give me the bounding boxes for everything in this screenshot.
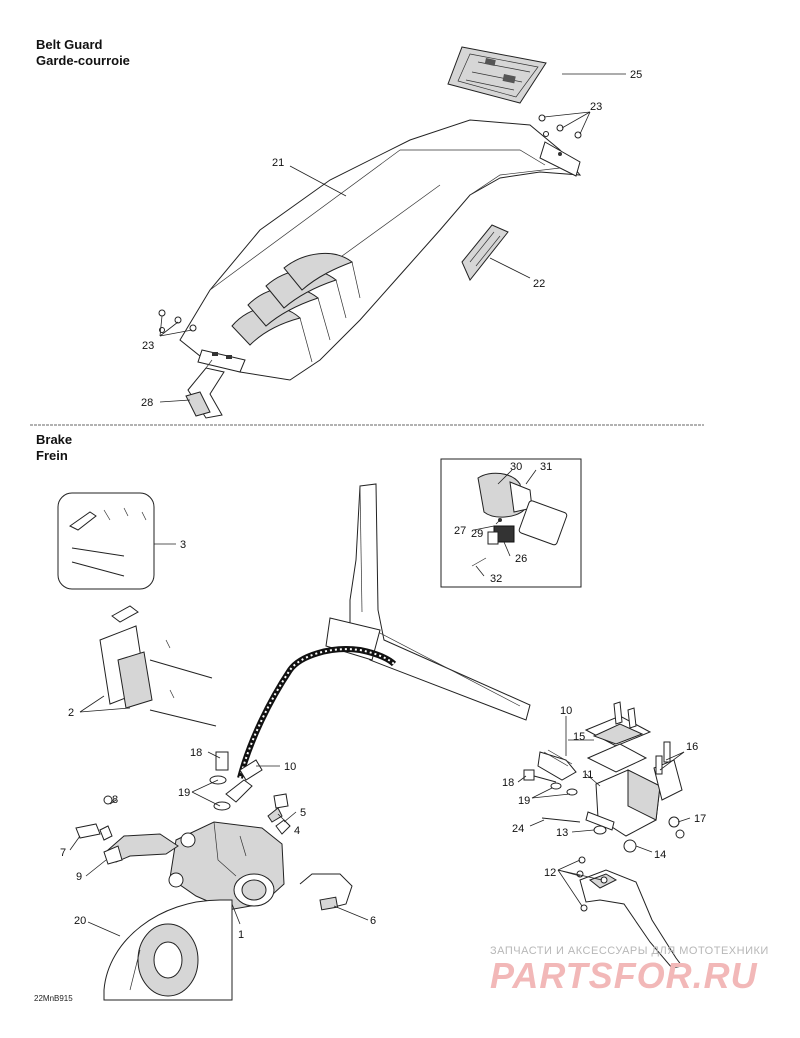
brake-title-en: Brake <box>36 432 73 447</box>
brake-title-fr: Frein <box>36 448 68 463</box>
callout-1: 1 <box>238 929 244 941</box>
belt-guard-21 <box>179 119 582 381</box>
callout-31: 31 <box>540 461 552 473</box>
callout-15: 15 <box>573 731 585 743</box>
belt-guard-title: Belt Guard Garde-courroie <box>36 37 130 69</box>
belt-guard-title-en: Belt Guard <box>36 37 103 52</box>
callout-19-left: 19 <box>178 787 190 799</box>
callout-6: 6 <box>370 915 376 927</box>
decal-25 <box>447 46 547 104</box>
callout-5: 5 <box>300 807 306 819</box>
brake-disc-20 <box>103 899 233 1001</box>
callout-8: 8 <box>112 794 118 806</box>
callout-28: 28 <box>141 397 153 409</box>
brake-hose <box>237 646 397 779</box>
callout-labels: 25 23 21 22 23 28 30 31 27 29 26 32 3 2 … <box>60 69 706 941</box>
bracket-28 <box>185 359 225 419</box>
callout-7: 7 <box>60 847 66 859</box>
brake-title: Brake Frein <box>36 432 72 464</box>
callout-25: 25 <box>630 69 642 81</box>
fasteners-23-lower <box>158 309 197 333</box>
callout-2: 2 <box>68 707 74 719</box>
brake-leaders <box>69 469 691 937</box>
rear-tab <box>539 141 581 177</box>
banjo-fittings-left <box>209 751 263 811</box>
callout-17: 17 <box>694 813 706 825</box>
callout-26: 26 <box>515 553 527 565</box>
callout-19-right: 19 <box>518 795 530 807</box>
callout-20: 20 <box>74 915 86 927</box>
decal-22 <box>461 224 509 281</box>
callout-24: 24 <box>512 823 524 835</box>
drawing-reference-code: 22MnB915 <box>34 994 73 1003</box>
callout-13: 13 <box>556 827 568 839</box>
callout-12: 12 <box>544 867 556 879</box>
callout-27: 27 <box>454 525 466 537</box>
callout-4: 4 <box>294 825 300 837</box>
master-cylinder-assembly <box>523 701 685 969</box>
switch-inset-box <box>440 458 582 588</box>
bleeder-parts <box>267 793 291 835</box>
callout-3: 3 <box>180 539 186 551</box>
callout-10-right: 10 <box>560 705 572 717</box>
callout-18-left: 18 <box>190 747 202 759</box>
callout-22: 22 <box>533 278 545 290</box>
callout-30: 30 <box>510 461 522 473</box>
fasteners-23-upper <box>538 114 582 139</box>
caliper-mount-hardware <box>75 795 179 865</box>
watermark-logo: PARTSFOR.RU <box>490 955 758 996</box>
callout-18-right: 18 <box>502 777 514 789</box>
callout-10-left: 10 <box>284 761 296 773</box>
hardware-inset-box-3 <box>57 492 155 590</box>
callout-23-upper: 23 <box>590 101 602 113</box>
callout-14: 14 <box>654 849 666 861</box>
watermark-tagline: ЗАПЧАСТИ И АКСЕССУАРЫ ДЛЯ МОТОТЕХНИКИ <box>490 945 769 957</box>
parking-brake-bracket-2 <box>99 605 217 727</box>
callout-29: 29 <box>471 528 483 540</box>
callout-32: 32 <box>490 573 502 585</box>
belt-guard-title-fr: Garde-courroie <box>36 53 130 68</box>
callout-23-lower: 23 <box>142 340 154 352</box>
brake-caliper-1 <box>168 821 285 911</box>
callout-16: 16 <box>686 741 698 753</box>
belt-guard-leaders <box>159 73 626 403</box>
callout-21: 21 <box>272 157 284 169</box>
callout-9: 9 <box>76 871 82 883</box>
cable-6 <box>299 873 353 911</box>
callout-11: 11 <box>582 769 593 781</box>
